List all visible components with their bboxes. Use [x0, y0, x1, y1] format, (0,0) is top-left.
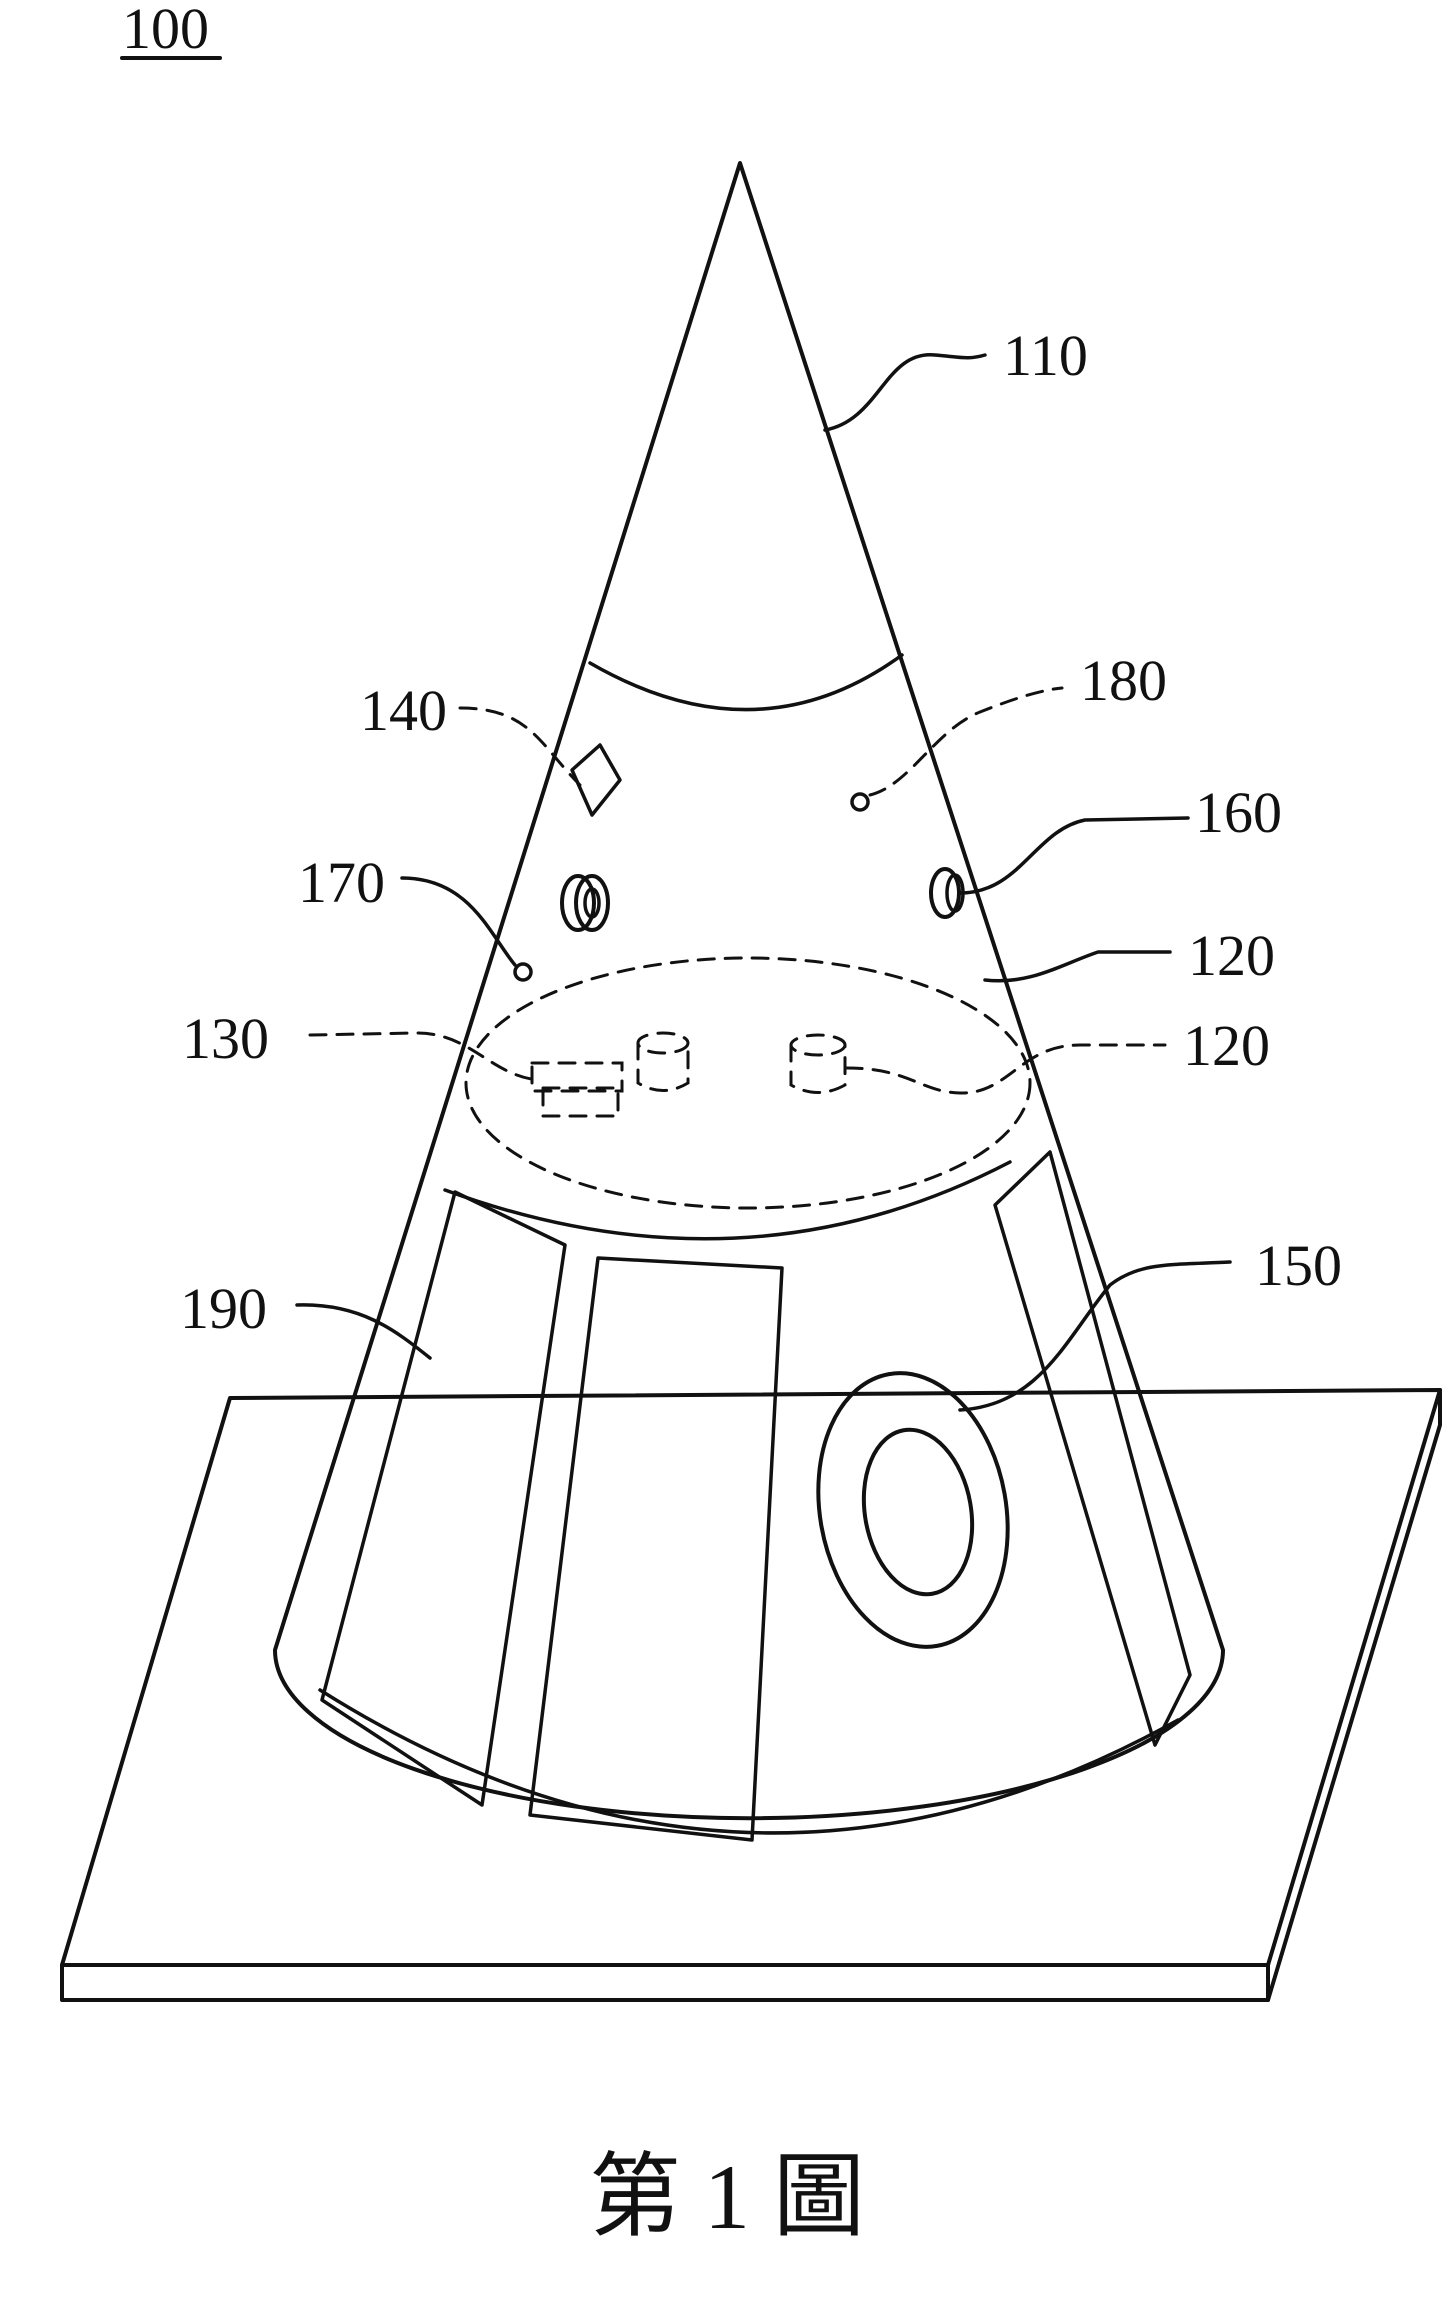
component-170-upper-core — [583, 887, 601, 919]
leader-lines — [295, 353, 1232, 1412]
label-180: 180 — [1080, 648, 1167, 713]
internal-section-outline — [464, 956, 1032, 1210]
component-170-upper-face — [574, 874, 610, 932]
leader-190 — [295, 1303, 432, 1360]
leader-160 — [958, 816, 1190, 895]
component-130-bottom — [541, 1086, 620, 1118]
component-180 — [850, 792, 870, 812]
upper-ring-seam — [588, 653, 904, 712]
label-160: 160 — [1195, 780, 1282, 845]
leader-180 — [868, 686, 1064, 797]
base-plate — [60, 1388, 1442, 2002]
base-inner-curve — [318, 1688, 1180, 1835]
base-plate-top-face — [60, 1388, 1442, 1967]
cylinder-left-top — [636, 1031, 690, 1055]
window-inner-ring — [861, 1427, 975, 1597]
label-130: 130 — [182, 1006, 269, 1071]
figure-id-label: 100 — [122, 0, 209, 61]
component-130-top — [530, 1061, 624, 1093]
leader-110 — [823, 353, 987, 432]
cylinder-left-body — [636, 1041, 690, 1092]
component-170 — [513, 962, 533, 982]
cone-outline — [273, 161, 1225, 1821]
panel-right — [993, 1150, 1192, 1747]
component-170-upper-body — [560, 874, 596, 932]
panel-center — [528, 1256, 784, 1842]
leader-130 — [308, 1031, 540, 1082]
base-plate-edge — [60, 1388, 1442, 2002]
leader-120-upper — [983, 950, 1172, 983]
leader-170 — [400, 876, 517, 967]
label-120-upper: 120 — [1188, 923, 1275, 988]
label-120-lower: 120 — [1183, 1013, 1270, 1078]
label-140: 140 — [360, 678, 447, 743]
panel-left — [320, 1190, 567, 1807]
label-110: 110 — [1003, 323, 1088, 388]
cylinder-right-top — [789, 1033, 847, 1057]
figure-caption: 第 1 圖 — [589, 2146, 865, 2248]
cone-body — [273, 161, 1225, 1842]
label-190: 190 — [180, 1276, 267, 1341]
label-170: 170 — [298, 850, 385, 915]
cylinder-right-body — [789, 1043, 847, 1094]
leader-140 — [458, 706, 582, 787]
leader-120-lower — [844, 1043, 1167, 1095]
leader-150 — [958, 1260, 1232, 1412]
component-140 — [570, 743, 622, 817]
label-150: 150 — [1255, 1233, 1342, 1298]
lower-band-seam — [443, 1160, 1012, 1241]
components — [513, 743, 965, 1118]
window-outer-ring — [816, 1371, 1010, 1649]
